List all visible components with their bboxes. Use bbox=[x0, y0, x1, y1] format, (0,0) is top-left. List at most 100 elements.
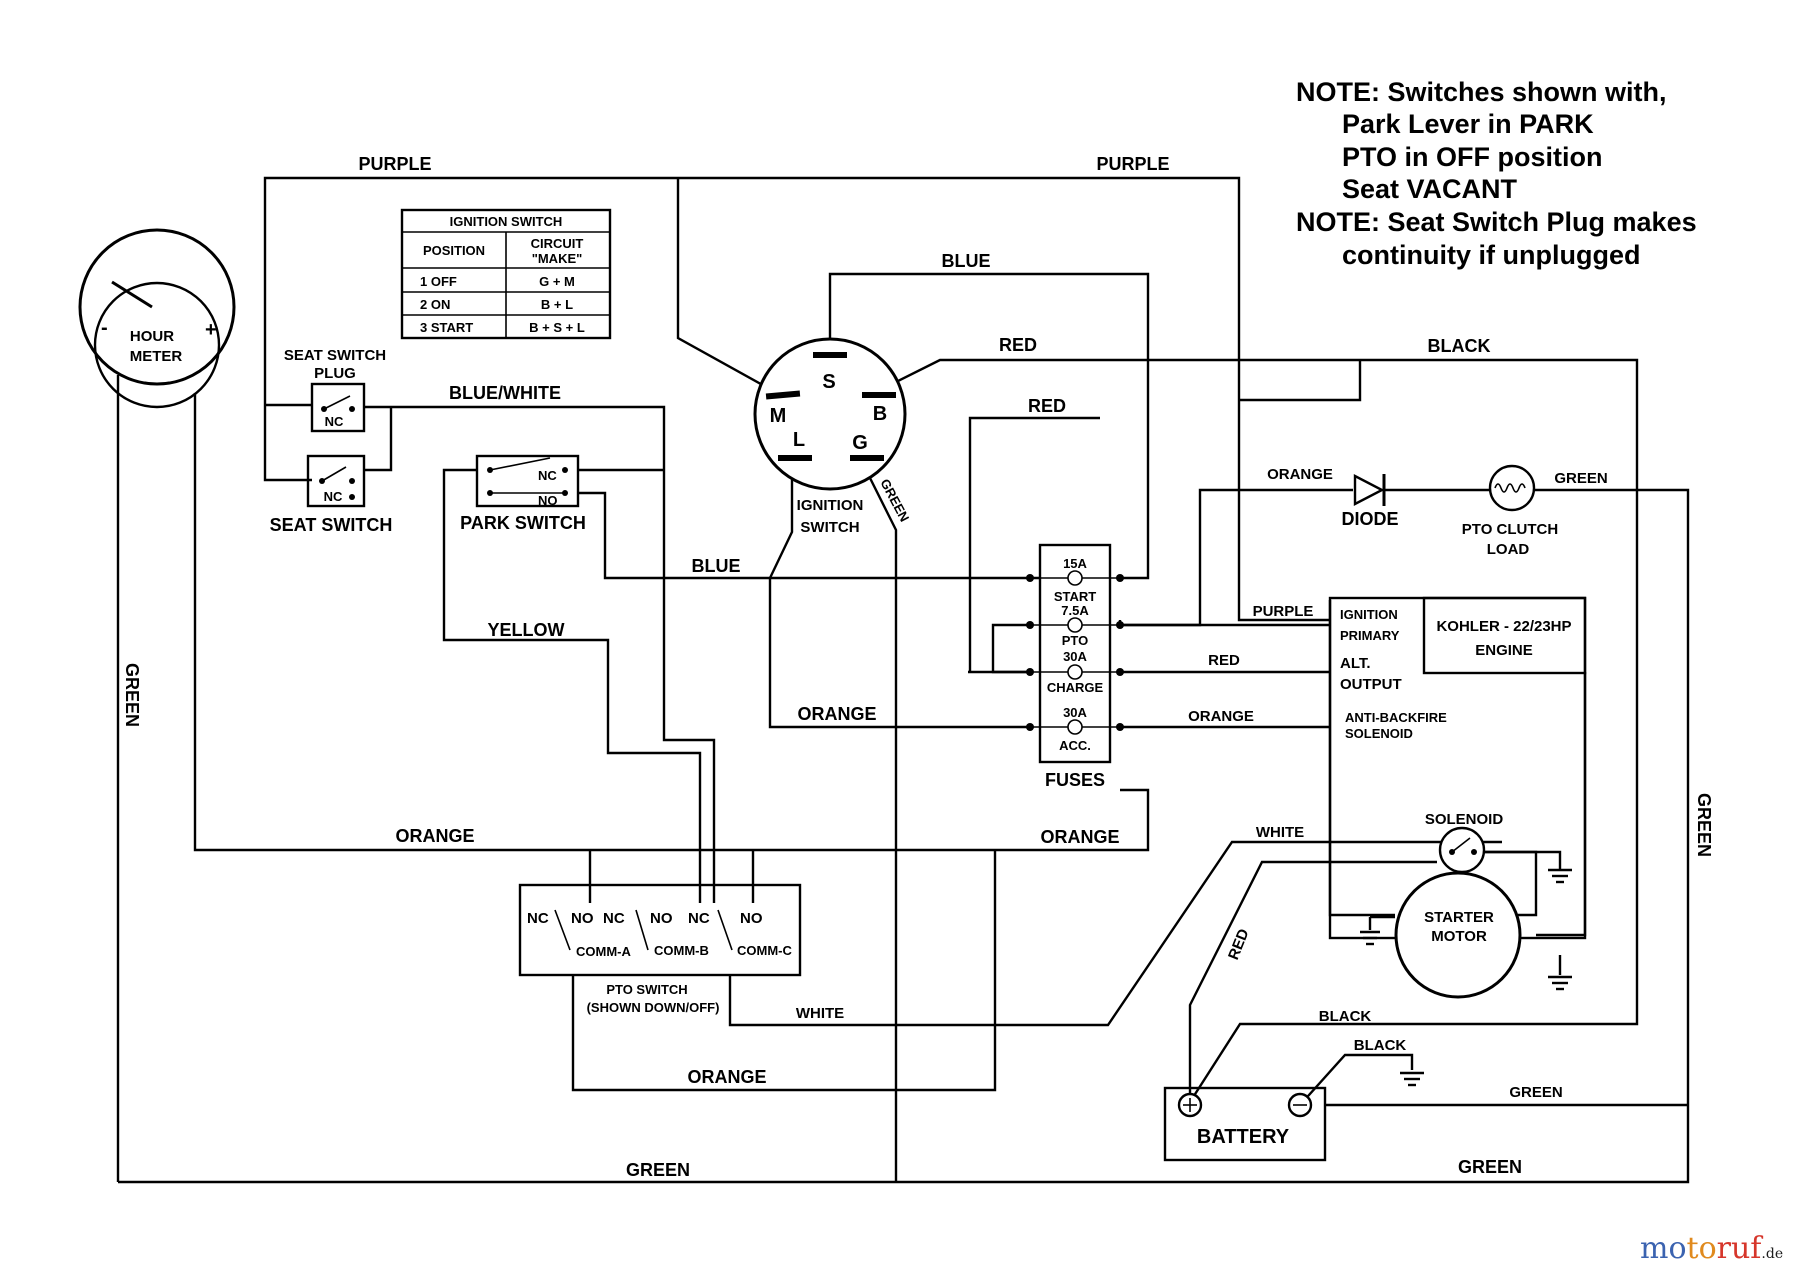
pto-comm-b: COMM-B bbox=[654, 943, 709, 958]
hour-meter-label-2: METER bbox=[130, 348, 183, 365]
diode-label: DIODE bbox=[1341, 509, 1398, 529]
orange-hour-wire bbox=[193, 393, 1150, 852]
terminal-g-icon bbox=[850, 455, 884, 461]
ignition-table-col-circuit-2: "MAKE" bbox=[532, 251, 583, 266]
ignition-table-row-2-make: B + L bbox=[541, 297, 573, 312]
orange-label-mid: ORANGE bbox=[1040, 827, 1119, 847]
anti-backfire-label-2: SOLENOID bbox=[1345, 726, 1413, 741]
park-switch-no: NO bbox=[538, 493, 558, 508]
yellow-wire bbox=[442, 468, 702, 903]
terminal-s-icon bbox=[813, 352, 847, 358]
seat-switch-plug-nc: NC bbox=[325, 414, 344, 429]
red-b-wire bbox=[869, 358, 1148, 397]
red-label-fuse: RED bbox=[1028, 396, 1066, 416]
pto-switch-label-1: PTO SWITCH bbox=[606, 982, 687, 997]
ignition-table-row-3-position: 3 START bbox=[420, 320, 473, 335]
pto-clutch-winding-icon bbox=[1494, 483, 1526, 493]
battery-box bbox=[1163, 1086, 1327, 1162]
terminal-l-icon bbox=[778, 455, 812, 461]
fuse-pto: PTO bbox=[1062, 633, 1089, 648]
hour-meter-needle-icon bbox=[111, 280, 153, 309]
blue-white-wire bbox=[364, 405, 666, 577]
fuse-acc: ACC. bbox=[1059, 738, 1091, 753]
seat-switch-nc: NC bbox=[324, 489, 343, 504]
orange-label-bottom: ORANGE bbox=[687, 1067, 766, 1087]
blue-label-top: BLUE bbox=[942, 251, 991, 271]
green-label-hour: GREEN bbox=[122, 663, 142, 727]
pto-clutch: PTO CLUTCH LOAD bbox=[1462, 464, 1558, 558]
watermark-text: motoruf.de bbox=[1640, 1231, 1783, 1266]
terminal-m-label: M bbox=[770, 405, 787, 427]
purple-label-left: PURPLE bbox=[358, 154, 431, 174]
fuse-charge: CHARGE bbox=[1047, 680, 1104, 695]
diode-icon bbox=[1353, 474, 1385, 506]
fuses-label: FUSES bbox=[1045, 770, 1105, 790]
watermark-logo: motoruf.de bbox=[1640, 1231, 1783, 1266]
red-label-battery: RED bbox=[1225, 926, 1253, 962]
fuse-15a: 15A bbox=[1063, 556, 1087, 571]
terminal-g-label: G bbox=[852, 432, 868, 454]
seat-switch-plug-label-2: PLUG bbox=[314, 365, 356, 382]
pto-clutch-label-2: LOAD bbox=[1487, 541, 1530, 558]
engine: KOHLER - 22/23HP ENGINE IGNITION PRIMARY… bbox=[1328, 596, 1587, 940]
pto-switch: NC NO NC NO NC NO COMM-A COMM-B COMM-C P… bbox=[518, 883, 802, 1015]
alt-output-label-2: OUTPUT bbox=[1340, 676, 1402, 693]
white-label-right: WHITE bbox=[1256, 824, 1304, 841]
ignition-table-title: IGNITION SWITCH bbox=[450, 214, 563, 229]
green-label-battery: GREEN bbox=[1509, 1084, 1562, 1101]
black-label-starter: BLACK bbox=[1319, 1008, 1372, 1025]
engine-label-box bbox=[1422, 596, 1587, 675]
ignition-primary-label-2: PRIMARY bbox=[1340, 628, 1400, 643]
park-switch: NC NO PARK SWITCH bbox=[460, 454, 586, 533]
red-fuse-wire bbox=[968, 416, 1100, 672]
starter-motor-label-1: STARTER bbox=[1424, 909, 1494, 926]
solenoid-icon bbox=[1438, 826, 1486, 874]
starter-motor-icon bbox=[1394, 871, 1522, 999]
blue-white-label: BLUE/WHITE bbox=[449, 383, 561, 403]
hour-meter-plus: + bbox=[205, 319, 217, 341]
blue-top-wire bbox=[828, 272, 1150, 580]
terminal-b-label: B bbox=[873, 403, 887, 425]
black-wire bbox=[1148, 358, 1639, 1026]
anti-backfire-label-1: ANTI-BACKFIRE bbox=[1345, 710, 1447, 725]
green-label-clutch: GREEN bbox=[1554, 470, 1607, 487]
yellow-label: YELLOW bbox=[488, 620, 565, 640]
purple-wire bbox=[263, 176, 1330, 622]
pto-nc-b: NC bbox=[603, 910, 625, 927]
terminal-l-label: L bbox=[793, 429, 805, 451]
fuse-30a-2: 30A bbox=[1063, 705, 1087, 720]
ground-icon bbox=[1400, 1071, 1424, 1087]
seat-switch-plug-label-1: SEAT SWITCH bbox=[284, 347, 386, 364]
engine-starter-wire bbox=[1536, 672, 1587, 937]
green-label-bottom-left: GREEN bbox=[626, 1160, 690, 1180]
seat-switch-left-wire bbox=[263, 405, 312, 482]
ignition-switch-body bbox=[753, 337, 907, 491]
note-line-5: NOTE: Seat Switch Plug makes bbox=[1296, 207, 1697, 237]
pto-comm-a: COMM-A bbox=[576, 944, 631, 959]
seat-switch-box bbox=[306, 454, 366, 508]
park-switch-box bbox=[475, 454, 580, 508]
fuse-block: 15A START 7.5A PTO 30A CHARGE 30A ACC. F… bbox=[1026, 543, 1124, 790]
pto-switch-label-2: (SHOWN DOWN/OFF) bbox=[587, 1000, 720, 1015]
fuse-30a-1: 30A bbox=[1063, 649, 1087, 664]
orange-diode-wire bbox=[1120, 488, 1353, 627]
seat-switch-plug-box bbox=[310, 382, 366, 433]
solenoid: SOLENOID bbox=[1425, 811, 1503, 874]
wire-labels: PURPLE PURPLE BLUE RED RED BLACK BLUE/WH… bbox=[122, 154, 1714, 1180]
white-wire bbox=[728, 840, 1502, 1027]
hour-meter-minus: - bbox=[101, 317, 108, 339]
red-label-top: RED bbox=[999, 335, 1037, 355]
ignition-switch-label-2: SWITCH bbox=[800, 519, 859, 536]
ignition-primary-label-1: IGNITION bbox=[1340, 607, 1398, 622]
orange-label-diode: ORANGE bbox=[1267, 466, 1333, 483]
ground-icon bbox=[1548, 865, 1572, 884]
pto-nc-c: NC bbox=[688, 910, 710, 927]
purple-to-m-wire bbox=[676, 178, 769, 390]
purple-label-engine: PURPLE bbox=[1253, 603, 1314, 620]
orange-bottom-wire bbox=[571, 850, 997, 1092]
green-g-wire bbox=[858, 457, 898, 1182]
alt-output-label-1: ALT. bbox=[1340, 655, 1371, 672]
park-switch-nc: NC bbox=[538, 468, 557, 483]
notes-block: NOTE: Switches shown with, Park Lever in… bbox=[1296, 77, 1697, 270]
